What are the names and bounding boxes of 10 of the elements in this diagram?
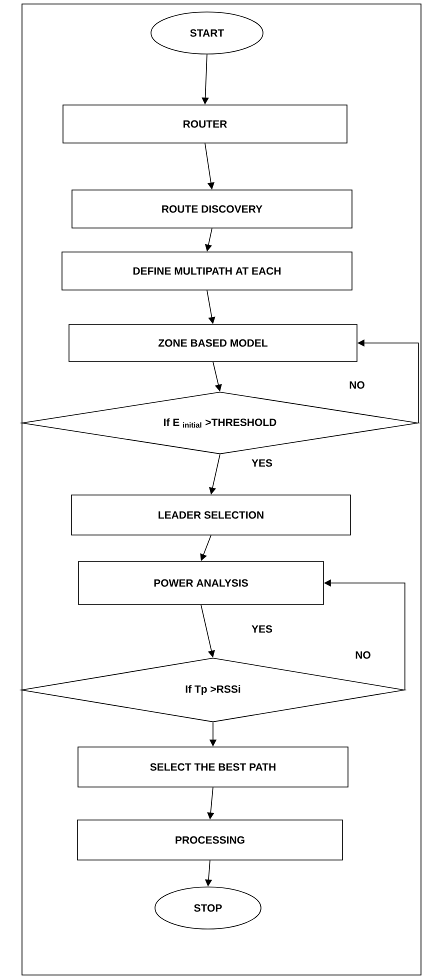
process-box: ROUTER	[62, 104, 348, 144]
process-box: SELECT THE BEST PATH	[78, 746, 348, 788]
terminal-oval: STOP	[154, 886, 262, 930]
process-box: PROCESSING	[77, 820, 343, 860]
process-box: ZONE BASED MODEL	[68, 324, 358, 362]
process-box: ROUTE DISCOVERY	[72, 190, 352, 228]
process-box: LEADER SELECTION	[71, 494, 351, 536]
process-box: POWER ANALYSIS	[78, 561, 324, 605]
process-box: DEFINE MULTIPATH AT EACH	[62, 252, 352, 290]
terminal-oval: START	[150, 12, 264, 54]
